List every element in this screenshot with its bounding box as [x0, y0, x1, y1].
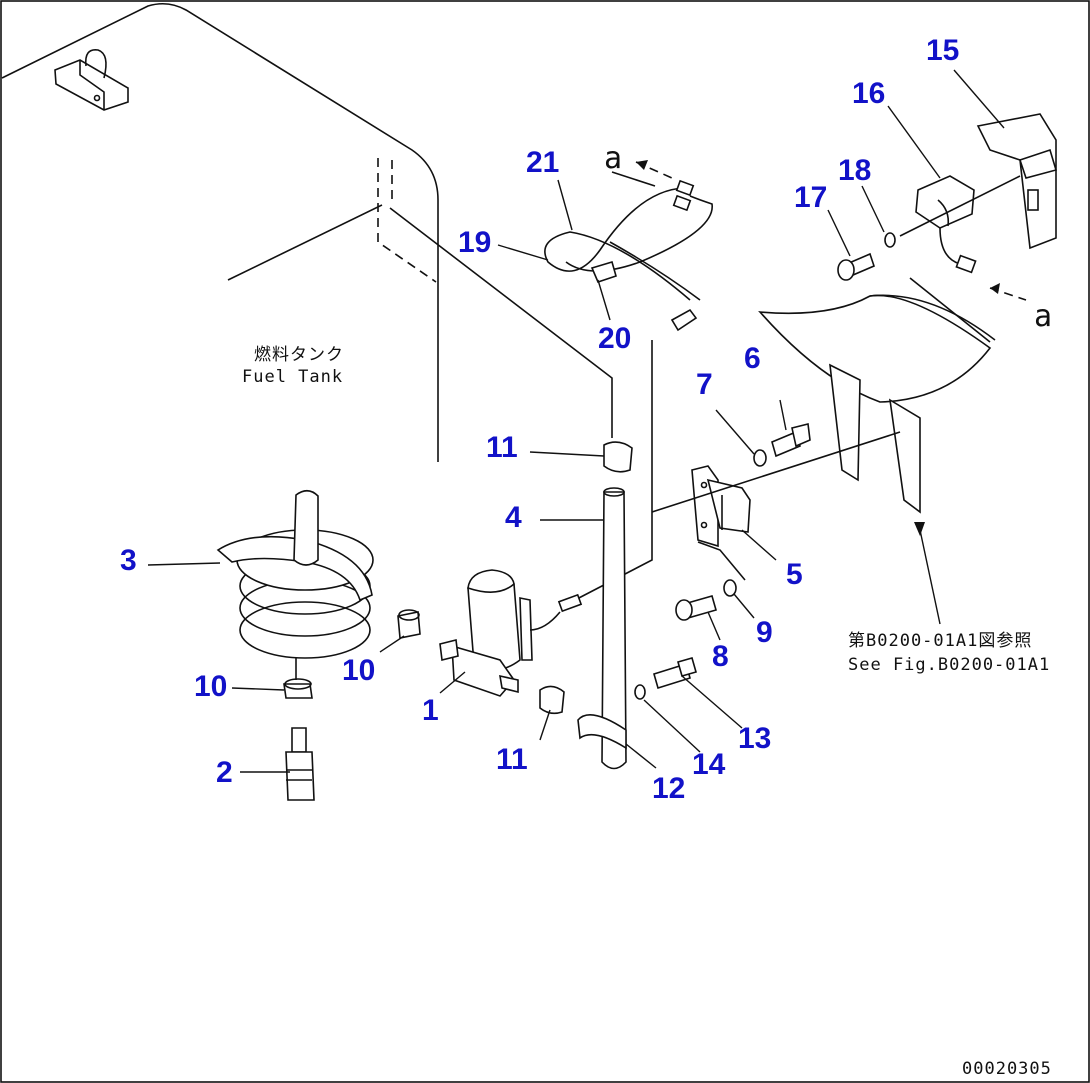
- callout-12: 12: [652, 772, 685, 805]
- drawing-number: 00020305: [962, 1059, 1052, 1079]
- callout-1: 1: [422, 694, 439, 727]
- callout-2: 2: [216, 756, 233, 789]
- connection-arrows: [635, 160, 1027, 301]
- hose-coil: [216, 489, 374, 680]
- callout-21: 21: [526, 146, 559, 179]
- callout-11b: 11: [496, 743, 528, 776]
- callout-10a: 10: [194, 670, 227, 703]
- fender-cover: [651, 277, 996, 514]
- switch-assembly: [899, 113, 1058, 274]
- callout-19: 19: [458, 226, 491, 259]
- connection-mark-right: a: [1034, 299, 1052, 334]
- wiring-harness: [544, 171, 713, 601]
- callout-16: 16: [852, 77, 885, 110]
- callout-4: 4: [505, 501, 522, 534]
- fuel-tank-label-jp: 燃料タンク: [254, 345, 344, 365]
- fuel-tank-outline: [1, 2, 613, 462]
- connection-mark-top: a: [604, 141, 622, 176]
- callout-7: 7: [696, 368, 713, 401]
- pipe-clamp: [539, 441, 633, 715]
- hose-fitting: [285, 727, 315, 801]
- leader-lines: [147, 69, 1005, 773]
- callout-6: 6: [744, 342, 761, 375]
- fuel-tank-label-en: Fuel Tank: [242, 367, 343, 387]
- callout-labels: 1 2 3 4 5 6 7 8 9 10 10 11 11 12 13 14 1…: [120, 34, 959, 805]
- callout-8: 8: [712, 640, 729, 673]
- annotations: 燃料タンク Fuel Tank 第B0200-01A1図参照 See Fig.B…: [242, 141, 1052, 1079]
- fasteners: [634, 232, 896, 700]
- callout-9: 9: [756, 616, 773, 649]
- callout-15: 15: [926, 34, 959, 67]
- callout-3: 3: [120, 544, 137, 577]
- fuel-pump: [439, 569, 583, 697]
- callout-17: 17: [794, 181, 827, 214]
- reference-label-jp: 第B0200-01A1図参照: [848, 631, 1032, 651]
- callout-20: 20: [598, 322, 631, 355]
- callout-10b: 10: [342, 654, 375, 687]
- callout-18: 18: [838, 154, 871, 187]
- callout-14: 14: [692, 748, 726, 781]
- callout-11a: 11: [486, 431, 518, 464]
- callout-13: 13: [738, 722, 771, 755]
- callout-5: 5: [786, 558, 803, 591]
- filler-pipe: [577, 487, 627, 770]
- mounting-bracket: [691, 465, 751, 581]
- reference-label-en: See Fig.B0200-01A1: [848, 655, 1050, 675]
- hose-clamp: [283, 609, 421, 699]
